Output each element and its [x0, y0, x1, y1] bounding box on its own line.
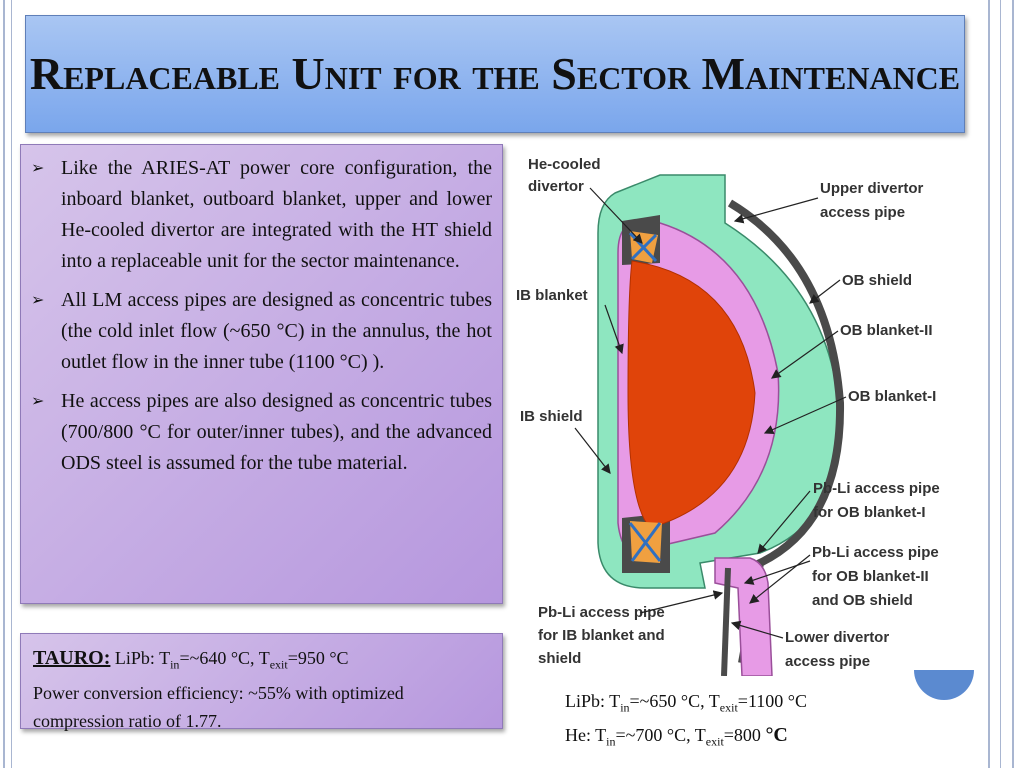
frame-line-right — [988, 0, 990, 768]
label-pbli-ob2: Pb-Li access pipe — [812, 544, 939, 561]
lipb-temperature-line: LiPb: Tin=~650 °C, Texit=1100 °C — [565, 691, 807, 715]
plasma-region — [627, 260, 756, 529]
frame-line-left-inner — [11, 0, 12, 768]
bullet-text: He access pipes are also designed as con… — [61, 390, 492, 474]
label-lower-divertor-pipe: access pipe — [785, 653, 870, 670]
he-cooled-divertor-lower-shape — [628, 521, 662, 563]
label-ob-blanket-ii: OB blanket-II — [840, 322, 933, 339]
upper-divertor-pipe — [727, 199, 845, 664]
frame-line-right-2 — [1000, 0, 1001, 768]
bullet-item: ➢ Like the ARIES-AT power core configura… — [31, 153, 492, 277]
label-ib-blanket: IB blanket — [516, 287, 588, 304]
label-divertor: divertor — [528, 178, 584, 195]
bullet-text: Like the ARIES-AT power core configurati… — [61, 157, 492, 272]
lipb-he-parameters: LiPb: Tin=~650 °C, Texit=1100 °C He: Tin… — [565, 688, 807, 755]
arrow-bullet-icon: ➢ — [31, 292, 45, 309]
frame-line-left — [3, 0, 5, 768]
bullet-item: ➢ He access pipes are also designed as c… — [31, 386, 492, 479]
he-cooled-divertor-upper-shape — [628, 231, 658, 263]
label-upper-divertor-pipe: access pipe — [820, 204, 905, 221]
label-ob-shield: OB shield — [842, 272, 912, 289]
pbli-access-pipe-shape — [714, 557, 773, 676]
label-pbli-ob2-2: for OB blanket-II — [812, 568, 929, 585]
label-pbli-ob1-2: for OB blanket-I — [813, 504, 926, 521]
label-pbli-ib: Pb-Li access pipe — [538, 604, 665, 621]
label-pbli-ib-3: shield — [538, 650, 581, 667]
tauro-label: TAURO: — [33, 647, 111, 669]
he-temperature-line: He: Tin=~700 °C, Texit=800 °C — [565, 723, 788, 749]
label-ob-blanket-i: OB blanket-I — [848, 388, 936, 405]
label-upper-divertor: Upper divertor — [820, 180, 924, 197]
label-ib-shield: IB shield — [520, 408, 583, 425]
slide-title: Replaceable Unit for the Sector Maintena… — [25, 15, 965, 133]
tauro-efficiency: Power conversion efficiency: ~55% with o… — [33, 682, 404, 731]
arrow-bullet-icon: ➢ — [31, 393, 45, 410]
label-pbli-ob2-3: and OB shield — [812, 592, 913, 609]
bullet-text: All LM access pipes are designed as conc… — [61, 289, 492, 373]
replaceable-unit-diagram: He-cooled divertor Upper divertor access… — [516, 156, 940, 676]
lower-divertor-pipe — [721, 567, 731, 676]
tauro-box: TAURO: LiPb: Tin=~640 °C, Texit=950 °C P… — [20, 633, 503, 731]
bullet-item: ➢ All LM access pipes are designed as co… — [31, 285, 492, 378]
label-he-cooled: He-cooled — [528, 156, 601, 173]
label-lower-divertor: Lower divertor — [785, 629, 889, 646]
label-pbli-ib-2: for IB blanket and — [538, 627, 665, 644]
arrow-bullet-icon: ➢ — [31, 160, 45, 177]
label-pbli-ob1: Pb-Li access pipe — [813, 480, 940, 497]
tauro-lipb: LiPb: Tin=~640 °C, Texit=950 °C — [114, 648, 349, 672]
leader-arrows — [574, 187, 847, 639]
frame-line-right-3 — [1012, 0, 1014, 768]
bullet-panel: ➢ Like the ARIES-AT power core configura… — [20, 144, 503, 604]
